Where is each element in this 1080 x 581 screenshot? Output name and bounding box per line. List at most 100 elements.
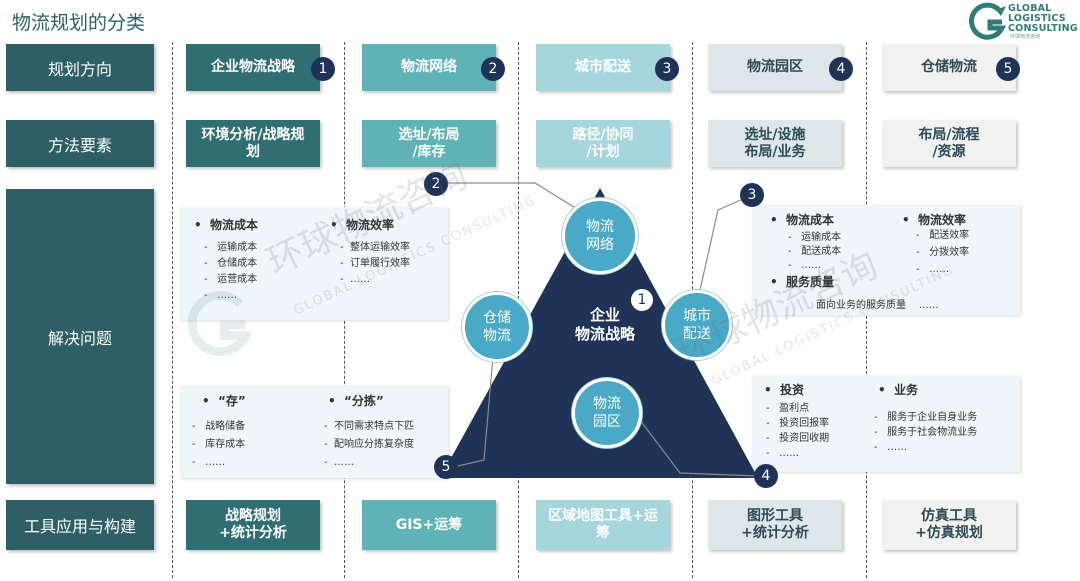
direction-logistics-park: 物流园区 [708, 44, 842, 91]
list-item: - 配响应分拣复杂度 [324, 439, 414, 450]
panel-heading: • 投资 [764, 383, 805, 397]
list-item-text: …… [205, 457, 226, 468]
list-item: 面向业务的服务质量 …… [816, 296, 939, 311]
panel-heading: • 业务 [878, 383, 919, 397]
list-item: - 运营成本 [204, 274, 258, 285]
direction-logistics-network: 物流网络 [362, 44, 496, 91]
list-item-text: 仓储成本 [217, 258, 258, 269]
direction-number-badge: 2 [481, 57, 505, 81]
tool-logistics-network: GIS+运筹 [362, 500, 496, 550]
list-item-text: 投资回收期 [779, 433, 830, 444]
tool-line: 仿真工具 [921, 508, 977, 524]
panel-heading-text: 服务质量 [786, 275, 835, 289]
list-item-text: 运输成本 [217, 242, 258, 253]
panel-heading-text: 投资 [780, 383, 805, 397]
panel-heading-text: 物流成本 [210, 218, 259, 232]
method-logistics-park: 选址/设施 布局/业务 [708, 120, 842, 167]
tool-line: 图形工具 [747, 508, 803, 524]
tool-line: 战略规划 [225, 508, 281, 524]
tool-line: 区域地图工具+运 [548, 508, 658, 524]
list-item-text: 订单履行效率 [349, 258, 410, 269]
triangle-center-label: 企业 物流战略 [560, 306, 650, 344]
panel-heading: • “存” [202, 394, 246, 408]
method-line: 布局/业务 [744, 143, 806, 160]
tool-line: +统计分析 [219, 525, 287, 541]
bubble-line: 配送 [683, 326, 711, 342]
bubble-line: 城市 [683, 308, 711, 324]
bubble-logistics-park: 物流 园区 [572, 378, 642, 448]
list-item: - 运输成本 [788, 232, 842, 243]
connector-line-city [699, 194, 753, 291]
direction-number-badge: 1 [311, 57, 335, 81]
direction-number-badge: 4 [829, 57, 853, 81]
direction-warehouse-logistics: 仓储物流 [882, 44, 1016, 91]
method-line: /资源 [932, 143, 966, 160]
logo-line3: CONSULTING [1008, 23, 1078, 34]
list-item-text: 库存成本 [205, 439, 246, 450]
list-item-text: …… [918, 300, 939, 311]
method-line: 环境分析/战略规 [201, 126, 305, 143]
panel-heading-text: 物流成本 [786, 213, 835, 227]
panel-heading: • 服务质量 [770, 275, 835, 289]
center-number-badge: 1 [630, 288, 654, 312]
list-item: - …… [916, 264, 950, 275]
tool-line: GIS+运筹 [395, 516, 463, 533]
panel-heading-text: “存” [218, 394, 246, 408]
method-line: /计划 [586, 143, 620, 160]
list-item-text: 服务于社会物流业务 [887, 427, 978, 438]
list-item-text: …… [929, 264, 950, 275]
direction-enterprise-strategy: 企业物流战略 [186, 44, 320, 91]
list-item-text: 配送成本 [801, 246, 842, 257]
row-header-problem: 解决问题 [6, 189, 154, 484]
panel-list: - 战略储备 - 库存成本 - …… [192, 418, 245, 472]
tool-line: +统计分析 [741, 525, 809, 541]
panel-heading-text: 物流效率 [346, 218, 395, 232]
list-item: - …… [204, 290, 238, 301]
watermark-logo-icon [187, 291, 253, 356]
strategy-triangle [440, 188, 758, 478]
logo-text: GLOBAL LOGISTICS CONSULTING [1008, 4, 1078, 34]
connector-line-storage [457, 344, 495, 467]
panel-list: - 服务于企业自身业务 - 服务于社会物流业务 - …… [874, 410, 977, 455]
method-line: 路径/协同 [572, 126, 634, 143]
panel-heading: • “分拣” [328, 394, 384, 408]
list-item-text: …… [333, 457, 354, 468]
list-item-text: 运营成本 [217, 274, 258, 285]
list-item: - 分拨效率 [916, 247, 970, 258]
panel-list: - 不同需求特点下匹 - 配响应分拣复杂度 - …… [324, 418, 414, 472]
method-city-distribution: 路径/协同 /计划 [536, 120, 670, 167]
bubble-line: 物流 [483, 328, 511, 344]
row-header-tools: 工具应用与构建 [6, 500, 154, 550]
logo-subtitle: 环球物流咨询 [1010, 34, 1041, 40]
list-item: - 服务于社会物流业务 [874, 427, 978, 438]
list-item-text: 配送效率 [929, 230, 970, 241]
panel-storage-problems: • “存” - 战略储备 - 库存成本 - …… • “分拣” - 不同需求特点… [180, 386, 448, 478]
list-item-text: 运输成本 [801, 232, 842, 243]
company-logo [968, 2, 1078, 42]
list-item: - …… [324, 457, 354, 468]
list-item: - 投资回收期 [766, 433, 830, 444]
list-item-text: …… [801, 260, 822, 271]
list-item: - 运输成本 [204, 242, 258, 253]
list-item: - 整体运输效率 [340, 242, 410, 253]
bubble-line: 园区 [593, 414, 621, 430]
method-line: 划 [246, 143, 260, 160]
direction-number-badge: 5 [996, 57, 1020, 81]
list-item-text: 不同需求特点下匹 [333, 421, 414, 432]
list-item: - 不同需求特点下匹 [324, 421, 414, 432]
tool-line: 筹 [596, 525, 610, 541]
list-item: - 服务于企业自身业务 [874, 412, 978, 423]
list-item: - 盈利点 [766, 403, 810, 414]
list-item: - …… [192, 457, 226, 468]
center-line: 企业 [589, 306, 620, 324]
method-warehouse-logistics: 布局/流程 /资源 [882, 120, 1016, 167]
list-item-text: …… [217, 290, 238, 301]
panel-list: - 运输成本 - 配送成本 - …… [788, 231, 841, 273]
method-logistics-network: 选址/布局 /库存 [362, 120, 496, 167]
list-item: - …… [788, 260, 822, 271]
list-item-text: 服务于企业自身业务 [887, 412, 978, 423]
list-item: - 战略储备 [192, 421, 246, 432]
panel-list: - 配送效率 - 分拨效率 - …… [916, 227, 969, 278]
list-item-text: 整体运输效率 [349, 242, 410, 253]
